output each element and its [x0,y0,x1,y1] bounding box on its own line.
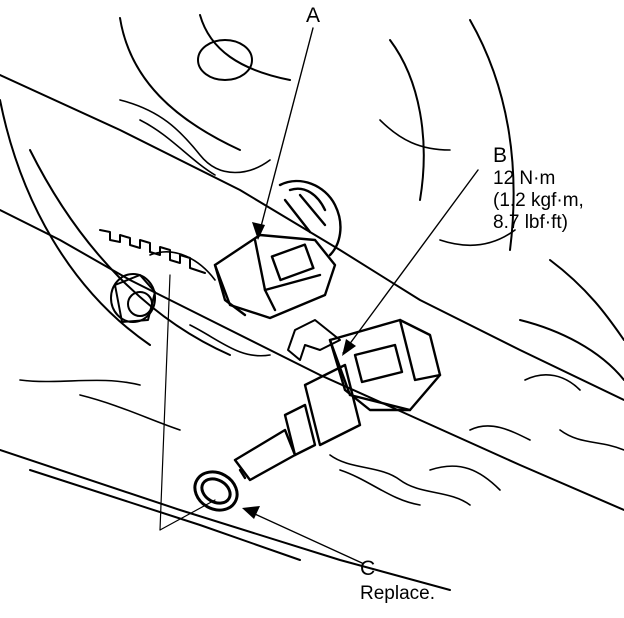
leader-line-a [257,27,314,239]
gear-teeth-edge [99,229,206,274]
engine-block-outline [0,14,624,591]
callout-letter-c: C [360,557,376,580]
leader-line-b [342,169,479,354]
connector-a [213,179,342,320]
torque-spec-line-1: 12 N·m [493,168,556,189]
callout-note-c: Replace. [360,583,435,604]
arrowhead-a [252,222,265,240]
bolt-head [110,273,156,323]
arrowhead-c [242,506,260,519]
casting-texture [19,99,624,506]
callout-letter-a: A [306,4,321,27]
sensor-b [233,318,442,482]
arrowhead-b [342,339,356,356]
bracket-clip [287,319,341,361]
leader-line-c [245,509,363,564]
torque-spec-line-3: 8.7 lbf·ft) [493,212,568,233]
torque-spec-line-2: (1.2 kgf·m, [493,190,584,211]
callout-letter-b: B [493,144,508,167]
o-ring-c [193,470,239,512]
boss-oval [197,39,253,81]
reference-lines [159,274,216,531]
